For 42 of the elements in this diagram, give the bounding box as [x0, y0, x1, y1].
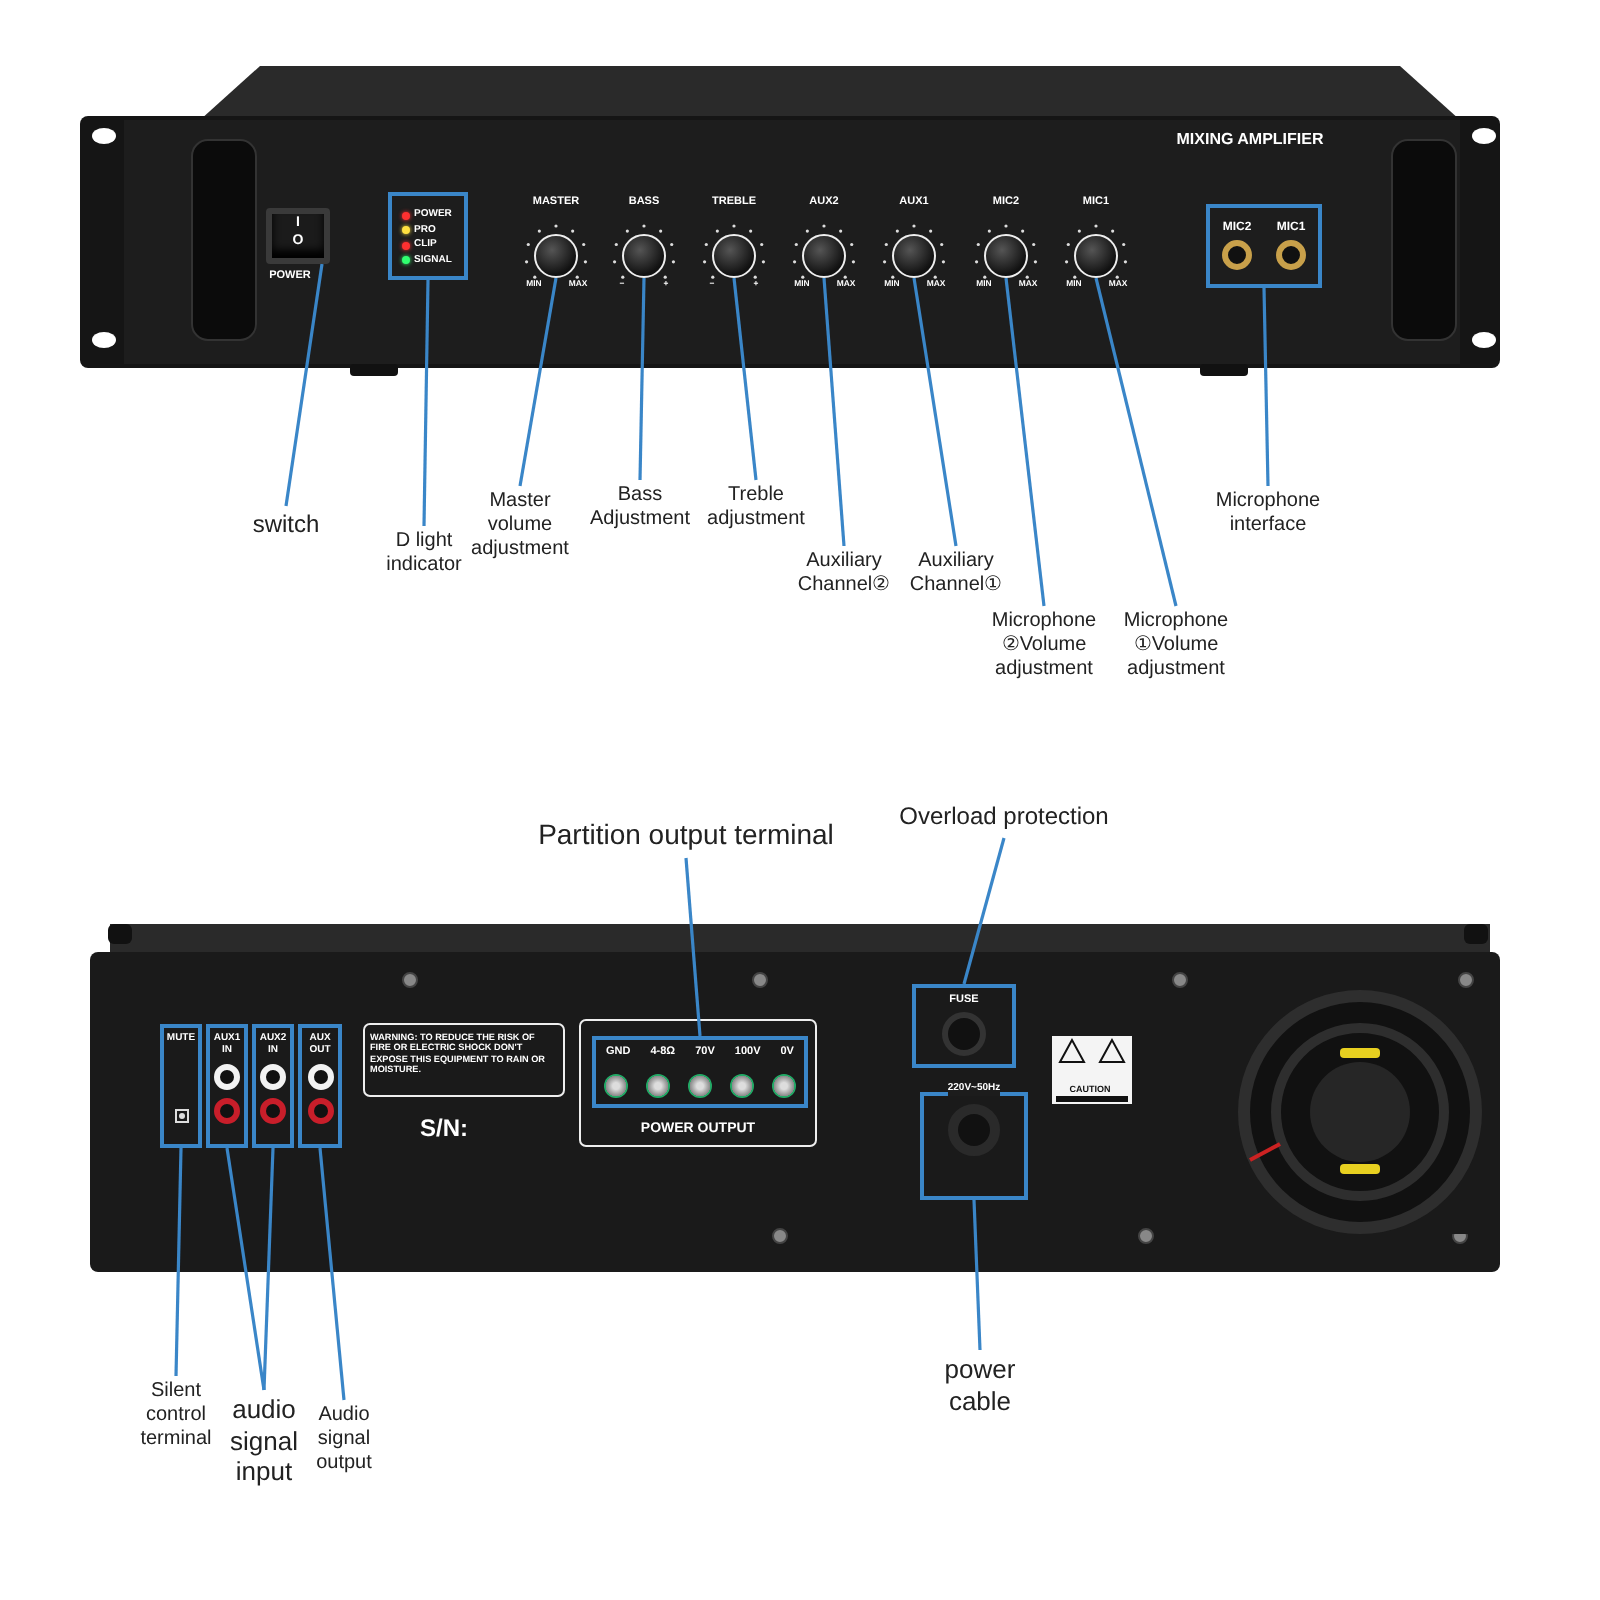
mute-terminal-panel: [160, 1024, 202, 1148]
leader-line: [732, 277, 758, 481]
callout-label: Treble adjustment: [705, 484, 807, 532]
callout-label: Bass Adjustment: [587, 484, 693, 532]
leader-line: [518, 277, 558, 487]
rca-jack-panel: [206, 1024, 248, 1148]
callout-label: Silent control terminal: [138, 1380, 214, 1452]
indicator-panel: [388, 192, 468, 280]
leader-line: [962, 837, 1006, 985]
callout-label: power cable: [942, 1354, 1018, 1417]
leader-line: [822, 277, 846, 547]
callout-label: switch: [250, 510, 322, 539]
callout-label: Microphone ①Volume adjustment: [1121, 610, 1231, 682]
callout-label: Auxiliary Channel②: [795, 550, 893, 598]
callout-label: Partition output terminal: [536, 818, 836, 852]
callout-label: Overload protection: [897, 802, 1111, 831]
rca-jack-panel: [252, 1024, 294, 1148]
callout-label: audio signal input: [228, 1394, 300, 1488]
leader-line: [972, 1199, 982, 1351]
leader-line: [1262, 287, 1270, 487]
callout-label: Master volume adjustment: [469, 490, 571, 562]
leader-line: [684, 857, 702, 1037]
panel-label: S/N:: [420, 1116, 468, 1144]
leader-line: [1004, 277, 1046, 607]
callout-label: Audio signal output: [314, 1404, 374, 1476]
callout-label: Microphone interface: [1213, 490, 1323, 538]
leader-line: [284, 263, 324, 507]
leader-line: [318, 1147, 346, 1401]
leader-line: [225, 1147, 266, 1391]
leader-line: [174, 1147, 183, 1377]
leader-line: [422, 279, 430, 527]
callout-label: Auxiliary Channel①: [907, 550, 1005, 598]
leader-line: [1094, 277, 1178, 607]
leader-line: [638, 277, 646, 481]
callout-label: Microphone ②Volume adjustment: [989, 610, 1099, 682]
fuse-holder-panel: [912, 984, 1016, 1068]
microphone-jack-panel: [1206, 204, 1322, 288]
panel-label: MIXING AMPLIFIER: [1176, 130, 1324, 149]
rca-jack-panel: [298, 1024, 342, 1148]
leader-line: [262, 1147, 275, 1391]
output-terminal-block: [592, 1036, 808, 1108]
leader-line: [912, 277, 958, 547]
